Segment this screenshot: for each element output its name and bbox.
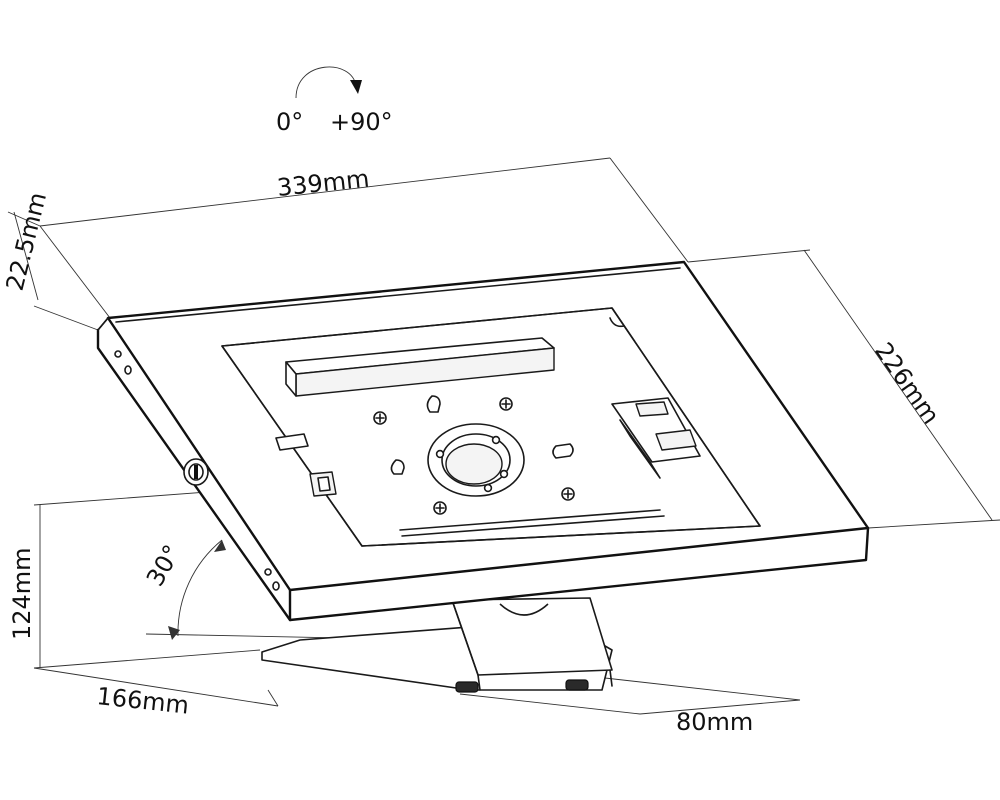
stand-neck <box>451 597 613 691</box>
thickness-dimension-label: 22.5mm <box>1 189 52 293</box>
left-clamp <box>275 433 337 497</box>
rotation-arrow-icon <box>295 66 362 99</box>
lock-icon <box>183 458 209 486</box>
rotation-end-label: +90° <box>330 108 393 136</box>
screw-icon <box>373 411 387 425</box>
mounting-screws <box>373 397 575 515</box>
rotation-hub <box>427 423 525 497</box>
keyholes <box>390 395 574 475</box>
right-clamp <box>611 397 701 479</box>
base-width-dimension-label: 80mm <box>676 708 753 736</box>
width-dimension-label: 339mm <box>276 164 371 202</box>
rotation-start-label: 0° <box>276 108 303 136</box>
screw-icon <box>499 397 513 411</box>
stand-height-dimension-label: 124mm <box>8 547 36 640</box>
base-depth-dimension-label: 166mm <box>95 682 190 720</box>
screw-icon <box>561 487 575 501</box>
tilt-angle-label: 30° <box>141 540 187 591</box>
top-clamp-bar <box>285 337 555 397</box>
screw-icon <box>433 501 447 515</box>
height-dimension-label: 226mm <box>869 337 945 429</box>
